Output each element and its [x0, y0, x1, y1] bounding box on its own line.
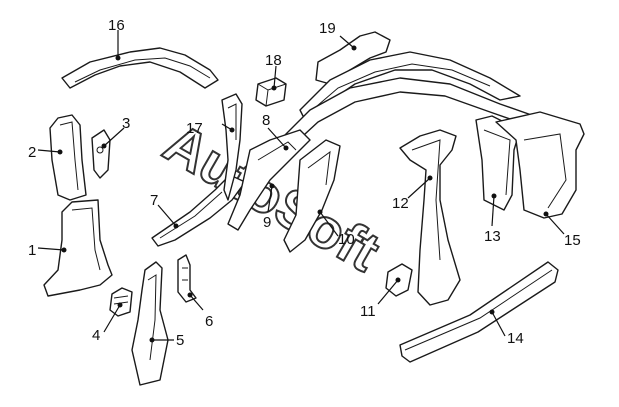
callout-3: 3: [122, 115, 130, 132]
callout-17: 17: [186, 120, 203, 137]
callout-7: 7: [150, 192, 158, 209]
callout-labels: 1 2 3 4 5 6 7 8 9 10 11 12 13 14 15 16 1…: [28, 17, 581, 349]
part-3-bracket: [91, 129, 111, 179]
callout-5: 5: [176, 332, 184, 349]
callout-10: 10: [338, 231, 355, 248]
callout-6: 6: [205, 313, 213, 330]
part-4-clip: [109, 287, 133, 317]
part-16-roof-rail: [61, 47, 219, 89]
part-18-block: [255, 77, 287, 107]
callout-12: 12: [392, 195, 409, 212]
callout-8: 8: [262, 112, 270, 129]
callout-4: 4: [92, 327, 100, 344]
part-15-panel: [495, 111, 585, 219]
callout-14: 14: [507, 330, 524, 347]
callout-11: 11: [360, 303, 376, 320]
callout-19: 19: [319, 20, 336, 37]
callout-13: 13: [484, 228, 501, 245]
part-5-lower-panel: [131, 261, 169, 386]
callout-9: 9: [263, 214, 271, 231]
part-10-pillar-inner: [283, 139, 341, 253]
leaders: [37, 30, 565, 343]
part-14-rocker: [399, 261, 559, 363]
part-2-pillar-trim: [49, 114, 87, 201]
callout-16: 16: [108, 17, 125, 34]
part-6-bracket: [177, 254, 197, 303]
part-17-pillar: [221, 93, 243, 201]
part-8-hinge-pillar: [227, 129, 311, 231]
callout-2: 2: [28, 144, 36, 161]
callout-1: 1: [28, 242, 36, 259]
part-12-b-pillar: [399, 129, 461, 306]
part-1-pillar-lower: [43, 199, 113, 297]
callout-15: 15: [564, 232, 581, 249]
callout-18: 18: [265, 52, 282, 69]
